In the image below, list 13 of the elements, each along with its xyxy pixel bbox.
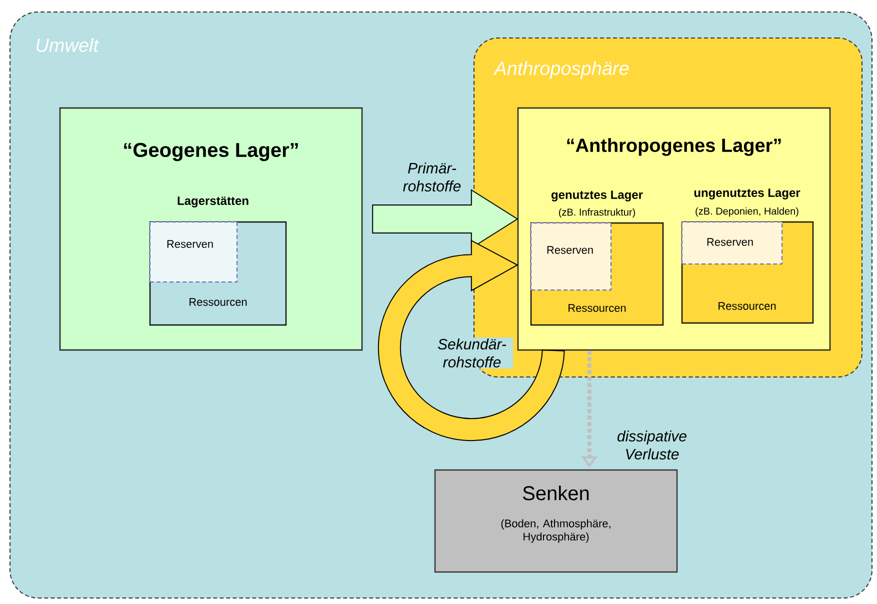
node-label: Lagerstätten — [178, 196, 248, 208]
edge-label: Primär- rohstoffe — [394, 161, 470, 192]
reserves-box: Reserven — [150, 222, 238, 282]
sink-box: Senken (Boden, Athmosphäre, Hydrosphäre) — [434, 469, 678, 573]
edge-label: dissipative Verluste — [608, 429, 696, 460]
node-label: ungenutztes Lager — [694, 188, 800, 200]
reserves-box: Reserven — [682, 222, 782, 264]
circular-arrow — [378, 240, 565, 442]
node-label: genutztes Lager — [551, 190, 643, 202]
node-label: (zB. Deponien, Halden) — [696, 207, 798, 217]
node-label: (zB. Infrastruktur) — [559, 208, 635, 218]
edge-label: Sekundär- rohstoffe — [431, 338, 513, 368]
reserves-box: Reserven — [530, 222, 612, 290]
